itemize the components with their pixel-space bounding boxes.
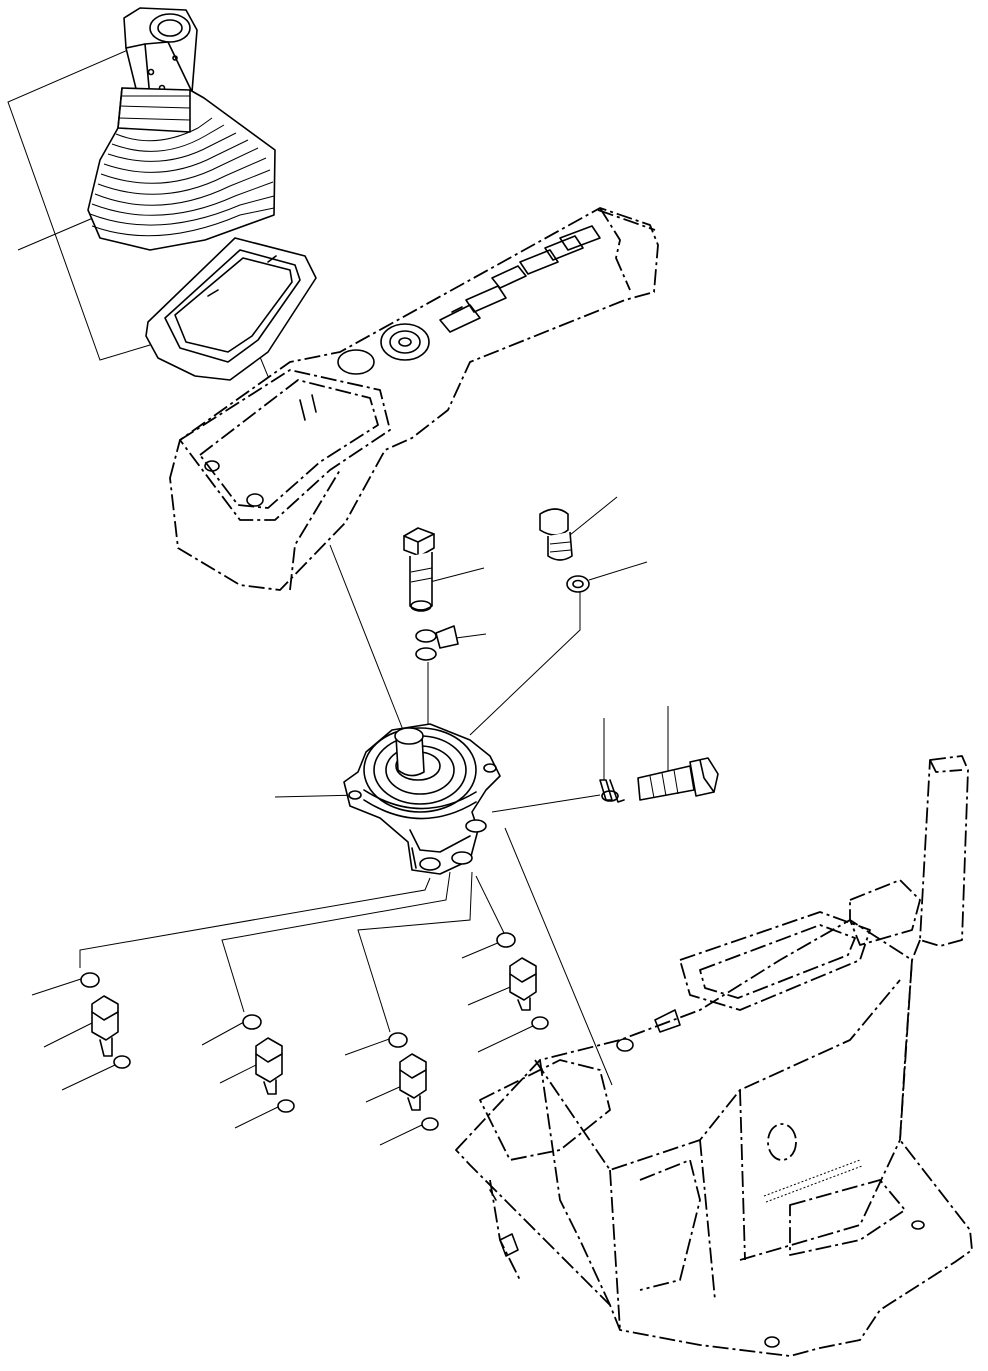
fittings-left (80, 972, 131, 1069)
pilot-valve (343, 723, 501, 875)
fittings-upper (496, 932, 549, 1030)
rubber-boot (87, 87, 276, 251)
side-bolt (637, 757, 719, 801)
o-rings (415, 625, 459, 661)
fittings-right (388, 1032, 439, 1131)
console-cover (169, 207, 659, 591)
washer (566, 575, 590, 593)
fittings-mid (242, 1014, 295, 1113)
bolt-b (539, 508, 573, 561)
lever-knob (123, 7, 198, 113)
cotter-pin (599, 779, 625, 803)
leader-lines (7, 49, 669, 1146)
boot-plate (145, 237, 317, 381)
stand-frame (455, 755, 973, 1357)
bolt-a (403, 527, 435, 612)
